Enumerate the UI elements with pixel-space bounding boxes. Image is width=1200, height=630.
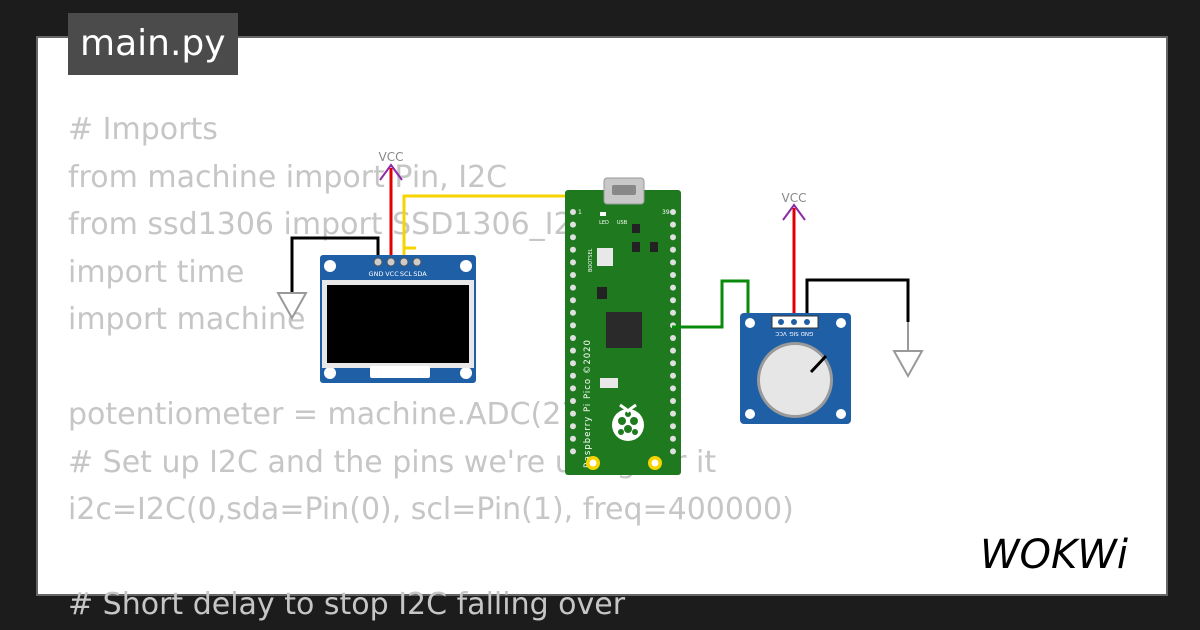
- raspberry-logo-icon: [612, 403, 644, 441]
- header-pin: [570, 335, 576, 341]
- header-pin: [670, 385, 676, 392]
- pin-1-label: 1: [578, 209, 582, 216]
- code-line: from machine import Pin, I2C: [68, 159, 508, 195]
- header-pin: [570, 322, 576, 329]
- header-pin: [570, 272, 576, 278]
- pot-pin-label: VCC: [775, 330, 787, 336]
- oled-pin-label: SDA: [413, 270, 427, 278]
- code-line: potentiometer = machine.ADC(27): [68, 397, 593, 432]
- header-pin: [570, 234, 576, 241]
- wire-gnd-pot[interactable]: [805, 278, 910, 322]
- header-pin: [570, 347, 576, 354]
- header-pin: [670, 398, 676, 404]
- pin-39-label: 39: [662, 209, 670, 216]
- header-pin: [570, 246, 576, 253]
- header-pin: [670, 234, 676, 241]
- pot-knob-pointer: [809, 354, 828, 374]
- oled-pin-label: VCC: [385, 270, 399, 278]
- header-pin: [670, 284, 676, 291]
- wire-gnd-oled[interactable]: [290, 236, 380, 292]
- simulation-canvas[interactable]: # Imports from machine import Pin, I2C fro…: [36, 36, 1168, 622]
- ground-symbol: [892, 350, 924, 379]
- header-pin: [570, 259, 576, 266]
- pico-left-header: [570, 209, 576, 455]
- led-label: LED: [599, 220, 609, 226]
- header-pin: [570, 448, 576, 455]
- code-line: import machine: [68, 302, 306, 337]
- usb-label: USB: [617, 220, 628, 226]
- vcc-label: VCC: [782, 191, 807, 205]
- header-pin: [670, 335, 676, 341]
- header-pin: [670, 347, 676, 354]
- header-pin: [670, 448, 676, 455]
- oled-display-module[interactable]: GND VCC SCL SDA: [320, 255, 476, 383]
- code-line: # Imports: [68, 112, 218, 147]
- header-pin: [570, 423, 576, 430]
- wokwi-logo: WOKWi: [980, 532, 1128, 578]
- code-line: i2c=I2C(0,sda=Pin(0), scl=Pin(1), freq=4…: [68, 492, 794, 527]
- pot-pin-label: SIG: [789, 330, 798, 336]
- pico-board-text: Raspberry Pi Pico ©2020: [583, 339, 593, 468]
- wire-sda-pico[interactable]: [402, 194, 578, 250]
- header-pin: [570, 297, 576, 304]
- header-pin: [570, 398, 576, 404]
- header-pin: [670, 360, 676, 367]
- code-line: import time: [68, 254, 245, 290]
- potentiometer-module[interactable]: GND SIG VCC: [740, 313, 851, 424]
- code-preview: # Imports from machine import Pin, I2C fro…: [68, 106, 794, 629]
- oled-pin-label: SCL: [400, 270, 413, 278]
- wokwi-logo-text: WOKWi: [980, 532, 1128, 578]
- vcc-arrow-icon: VCC: [379, 150, 404, 181]
- header-pin: [670, 297, 676, 304]
- header-pin: [570, 410, 576, 417]
- header-pin: [670, 259, 676, 266]
- header-pin: [670, 272, 676, 278]
- vcc-label: VCC: [379, 150, 404, 164]
- code-line: # Short delay to stop I2C falling over: [68, 587, 626, 622]
- header-pin: [670, 423, 676, 430]
- header-pin: [570, 284, 576, 291]
- bootsel-label: BOOTSEL: [588, 248, 594, 272]
- pot-pin-label: GND: [801, 330, 814, 336]
- file-tab-main-py[interactable]: main.py: [68, 13, 238, 75]
- header-pin: [670, 410, 676, 417]
- header-pin: [670, 221, 676, 228]
- header-pin: [570, 435, 576, 442]
- ground-symbol: [276, 292, 308, 321]
- header-pin: [670, 309, 676, 316]
- raspberry-pi-pico-board[interactable]: USB LED 1 39 BOOTSEL Raspberry Pi Pico ©…: [565, 177, 681, 475]
- vcc-arrow-icon: VCC: [782, 191, 807, 221]
- header-pin: [570, 385, 576, 392]
- header-pin: [570, 309, 576, 316]
- header-pin: [670, 435, 676, 442]
- header-pin: [570, 221, 576, 228]
- header-pin: [670, 372, 676, 379]
- header-pin: [570, 360, 576, 367]
- header-pin: [670, 246, 676, 253]
- header-pin: [670, 209, 676, 215]
- code-line: from ssd1306 import SSD1306_I2C: [68, 207, 594, 242]
- header-pin: [570, 209, 576, 215]
- oled-pin-label: GND: [369, 270, 384, 278]
- header-pin: [570, 372, 576, 379]
